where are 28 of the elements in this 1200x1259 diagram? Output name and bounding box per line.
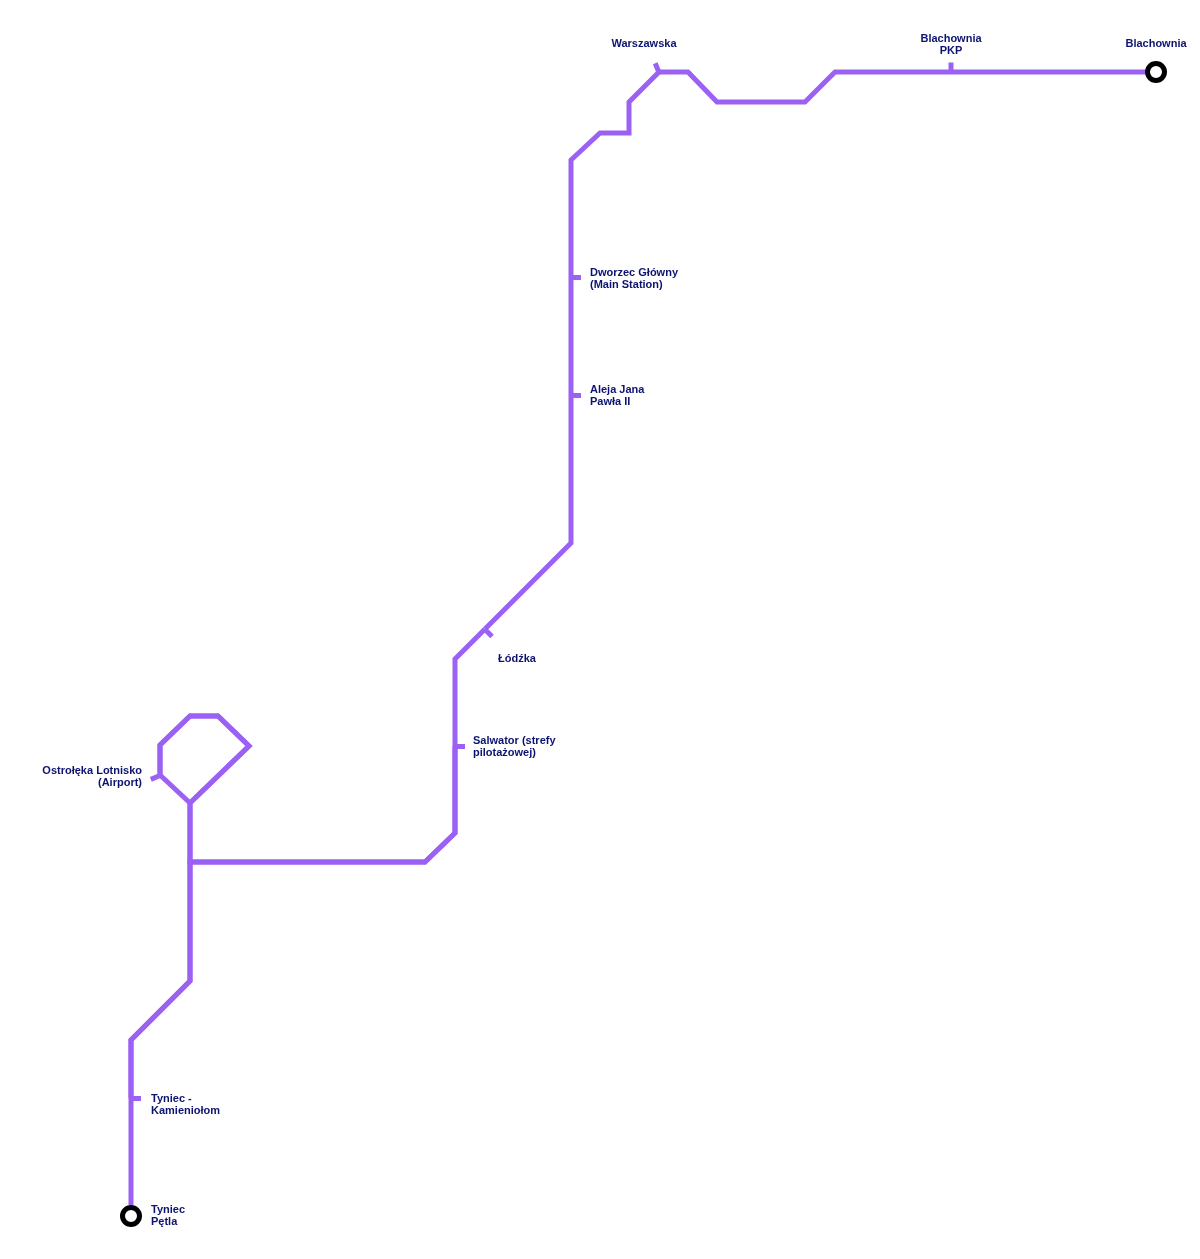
station-tick (131, 1095, 141, 1101)
station-tick (571, 274, 581, 280)
station-name: Salwator (strefy pilotażowej) (473, 734, 557, 758)
station-name: Blachownia (1124, 37, 1188, 49)
station-tick (571, 392, 581, 398)
station-name: Blachownia PKP (919, 32, 983, 56)
station-name: Łódźka (498, 652, 537, 664)
metro-line (157, 713, 458, 865)
station-name: Aleja Jana Pawła II (590, 383, 646, 407)
station-name: Tyniec Pętla (151, 1203, 187, 1227)
station-tick (948, 62, 954, 72)
station-tick (455, 743, 465, 749)
station-tick (149, 772, 161, 782)
metro-line (483, 395, 574, 631)
station-tick (483, 627, 494, 638)
terminus-circle (1145, 61, 1167, 83)
station-name: Tyniec - Kamieniołom (151, 1092, 222, 1116)
station-tick (652, 61, 662, 73)
terminus-circle (120, 1205, 142, 1227)
metro-line (951, 69, 1145, 75)
metro-line (452, 627, 487, 746)
station-name: Warszawska (610, 37, 678, 49)
station-name: Ostrołęka Lotnisko (Airport) (41, 764, 142, 788)
metro-line (128, 1098, 134, 1205)
metro-line (659, 69, 951, 105)
station-name: Dworzec Główny (Main Station) (590, 266, 680, 290)
metro-line (568, 70, 661, 277)
metro-line (568, 277, 574, 395)
